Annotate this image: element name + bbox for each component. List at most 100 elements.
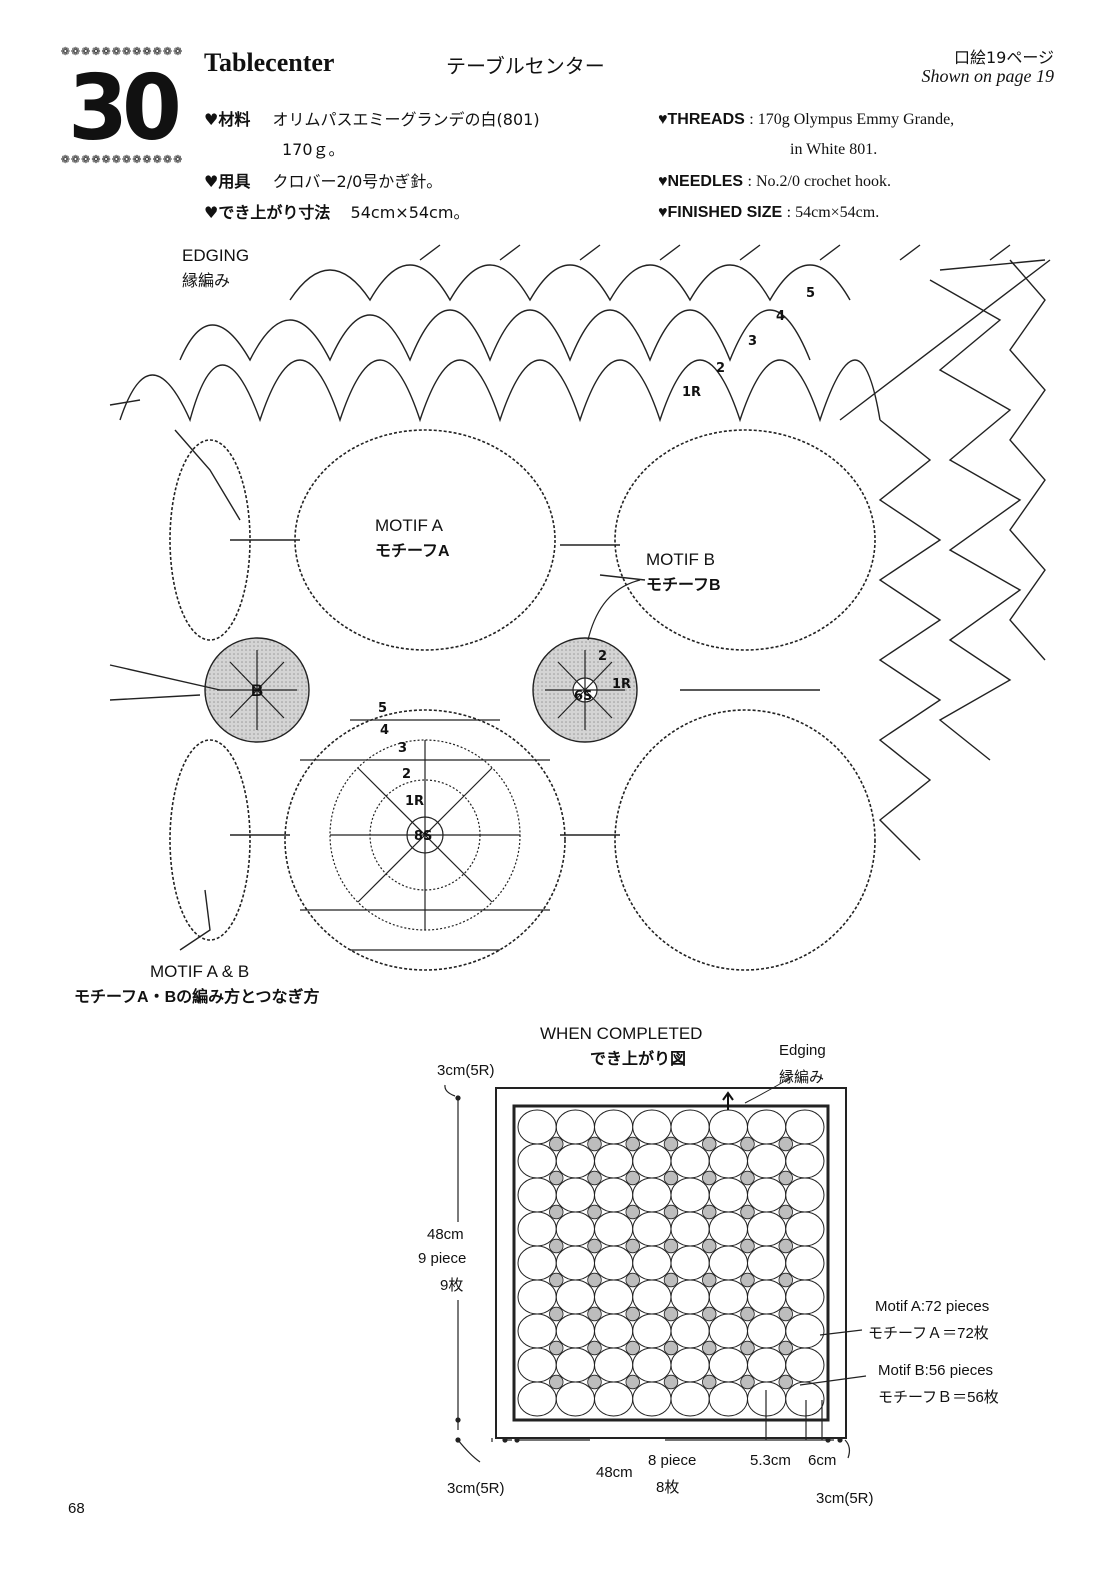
- finished-size-row: ♥FINISHED SIZE : 54cm×54cm.: [658, 203, 879, 223]
- motif-a-cell: [670, 1109, 710, 1145]
- motif-a-cell: [708, 1143, 748, 1179]
- motif-b-leader-line: [587, 579, 641, 641]
- motif-b-cell: [663, 1170, 679, 1186]
- motif-b-cell: [549, 1272, 564, 1288]
- motif-b-cell: [587, 1374, 602, 1390]
- motif-b-cell: [702, 1170, 717, 1186]
- motif-a-cell: [555, 1279, 595, 1315]
- motif-a-cell: [594, 1109, 634, 1145]
- needles-label: ♥NEEDLES: [658, 173, 744, 190]
- edging-label-jp: 縁編み: [182, 273, 231, 290]
- motif-b-cell: [740, 1374, 755, 1390]
- motif-a-cell: [632, 1279, 672, 1315]
- edging-leader-line: [744, 1077, 791, 1104]
- edging-round-1: 1R: [682, 385, 701, 400]
- page-reference-japanese: 口絵19ページ: [953, 48, 1054, 67]
- motif-b-cell: [740, 1340, 755, 1356]
- motif-b-cell: [549, 1136, 564, 1152]
- motif-a-cell: [708, 1313, 748, 1349]
- motif-b-cell: [587, 1306, 602, 1322]
- motif-b-cell: [778, 1340, 793, 1356]
- motif-a-cell: [517, 1381, 557, 1417]
- height-pieces-label: 9 piece: [418, 1250, 467, 1267]
- motif-a-cell: [632, 1109, 672, 1145]
- motif-a-cell: [708, 1279, 748, 1315]
- width-pieces-jp-label: 8枚: [656, 1479, 680, 1496]
- motif-a-cell: [632, 1347, 672, 1383]
- title-english: Tablecenter: [204, 48, 335, 77]
- completed-title-en: WHEN COMPLETED: [540, 1024, 703, 1043]
- motif-b-cell: [549, 1238, 564, 1254]
- size-value-jp: 54cm×54cm。: [350, 203, 470, 222]
- motif-b-letter: B: [251, 681, 264, 700]
- motif-b-cell: [587, 1170, 602, 1186]
- motif-b-cell: [587, 1238, 602, 1254]
- motif-a-cell: [555, 1177, 595, 1213]
- motif-b-shapes: [204, 637, 638, 743]
- motif-b-cell: [549, 1204, 564, 1220]
- motif-a-cell: [670, 1279, 710, 1315]
- motif-a-cell: [555, 1347, 595, 1383]
- threads-label: ♥THREADS: [658, 111, 745, 128]
- size-label-jp: ♥でき上がり寸法: [204, 203, 331, 222]
- badge-border-top: ❁❁❁❁❁❁❁❁❁❁❁❁: [60, 46, 184, 58]
- motif-b-cell: [740, 1136, 755, 1152]
- motif-b-cell: [702, 1306, 717, 1322]
- motif-a-cell: [517, 1177, 557, 1213]
- materials-value2-jp: 170ｇ。: [282, 140, 345, 159]
- motif-a-center: 8S: [414, 829, 432, 844]
- motif-b-label-en: MOTIF B: [646, 550, 715, 569]
- motif-b-cell: [663, 1340, 679, 1356]
- motif-b-cell: [702, 1238, 717, 1254]
- motif-b-cell: [587, 1204, 602, 1220]
- motif-a-cell: [555, 1109, 595, 1145]
- pattern-number-badge: ❁❁❁❁❁❁❁❁❁❁❁❁ 30 ❁❁❁❁❁❁❁❁❁❁❁❁: [58, 46, 186, 168]
- motif-a-cell: [670, 1381, 710, 1417]
- motif-a-round-5: 5: [378, 701, 387, 716]
- motif-a-cell: [517, 1211, 557, 1247]
- motif-a-cell: [555, 1313, 595, 1349]
- motif-b-cell: [625, 1238, 640, 1254]
- motif-b-cell: [778, 1170, 793, 1186]
- joining-chains: [109, 399, 820, 951]
- motif-b-center: 6S: [574, 689, 592, 704]
- bottom-left-margin-label: 3cm(5R): [447, 1480, 505, 1497]
- edging-round-5: 5: [806, 286, 815, 301]
- motif-a-cell: [555, 1381, 595, 1417]
- motif-b-cell: [663, 1374, 679, 1390]
- completed-edging-en: Edging: [779, 1042, 826, 1059]
- motif-a-cell: [785, 1313, 825, 1349]
- motif-a-cell: [555, 1211, 595, 1247]
- motif-a-chart-detail: [300, 719, 550, 951]
- page-reference-english: Shown on page 19: [921, 66, 1055, 86]
- title-japanese: テーブルセンター: [446, 54, 605, 78]
- materials-row-jp: ♥材料 オリムパスエミーグランデの白(801): [204, 110, 540, 130]
- motif-a-cell: [670, 1245, 710, 1281]
- motif-a-cell: [594, 1211, 634, 1247]
- motif-a-cell: [632, 1245, 672, 1281]
- motif-b-cell: [625, 1136, 640, 1152]
- motif-b-cell: [549, 1170, 564, 1186]
- motif-b-cell: [625, 1170, 640, 1186]
- materials-value-jp: オリムパスエミーグランデの白(801): [272, 110, 540, 129]
- motif-a-cell: [785, 1143, 825, 1179]
- motif-a-cell: [747, 1211, 787, 1247]
- motif-a-cell: [785, 1381, 825, 1417]
- motif-a-cell: [670, 1347, 710, 1383]
- completed-edging-jp: 縁編み: [779, 1069, 825, 1086]
- motif-a-cell: [785, 1177, 825, 1213]
- motif-b-cell: [587, 1136, 602, 1152]
- motif-ab-label-en: MOTIF A & B: [150, 962, 250, 981]
- motif-a-cell: [785, 1245, 825, 1281]
- tools-label-jp: ♥用具: [204, 172, 251, 191]
- motif-a-cell: [632, 1313, 672, 1349]
- motif-b-cell: [702, 1204, 717, 1220]
- bottom-right-margin-label: 3cm(5R): [816, 1490, 874, 1507]
- needles-row: ♥NEEDLES : No.2/0 crochet hook.: [658, 172, 891, 192]
- motif-a-cell: [670, 1211, 710, 1247]
- top-margin-label: 3cm(5R): [437, 1062, 495, 1079]
- motif-grid: [517, 1109, 825, 1417]
- motif-size-label: 5.3cm: [750, 1452, 791, 1469]
- motif-b-cell: [663, 1272, 679, 1288]
